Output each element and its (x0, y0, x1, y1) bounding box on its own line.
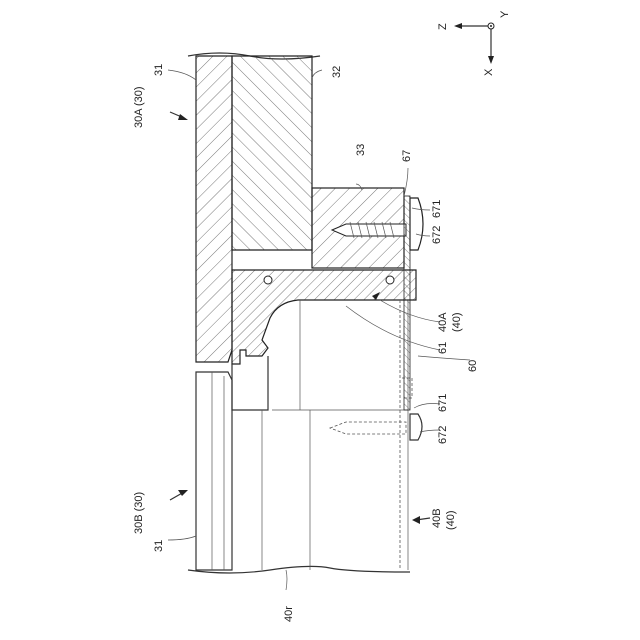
axis-z-label: Z (437, 23, 449, 30)
label-60: 60 (467, 360, 479, 372)
label-672-top: 672 (431, 226, 443, 244)
label-40r: 40r (283, 606, 295, 622)
frame-40a (232, 270, 416, 364)
label-40a-sub: (40) (451, 312, 463, 332)
label-671-top: 671 (431, 200, 443, 218)
label-672-bot: 672 (437, 426, 449, 444)
axis-indicator: Z Y X (437, 10, 511, 76)
axis-x-label: X (483, 68, 495, 76)
label-40a: 40A (437, 312, 449, 332)
label-30a: 30A (30) (133, 86, 145, 128)
panel-30b (196, 372, 232, 570)
label-31-top: 31 (153, 64, 165, 76)
label-40b: 40B (431, 508, 443, 528)
clip-67 (404, 196, 410, 410)
label-61: 61 (437, 342, 449, 354)
axis-y-label: Y (499, 10, 511, 18)
label-67: 67 (401, 150, 413, 162)
label-40b-sub: (40) (445, 510, 457, 530)
label-31-bot: 31 (153, 540, 165, 552)
label-30b: 30B (30) (133, 492, 145, 534)
label-32: 32 (331, 66, 343, 78)
label-671-bot: 671 (437, 394, 449, 412)
label-33: 33 (355, 144, 367, 156)
